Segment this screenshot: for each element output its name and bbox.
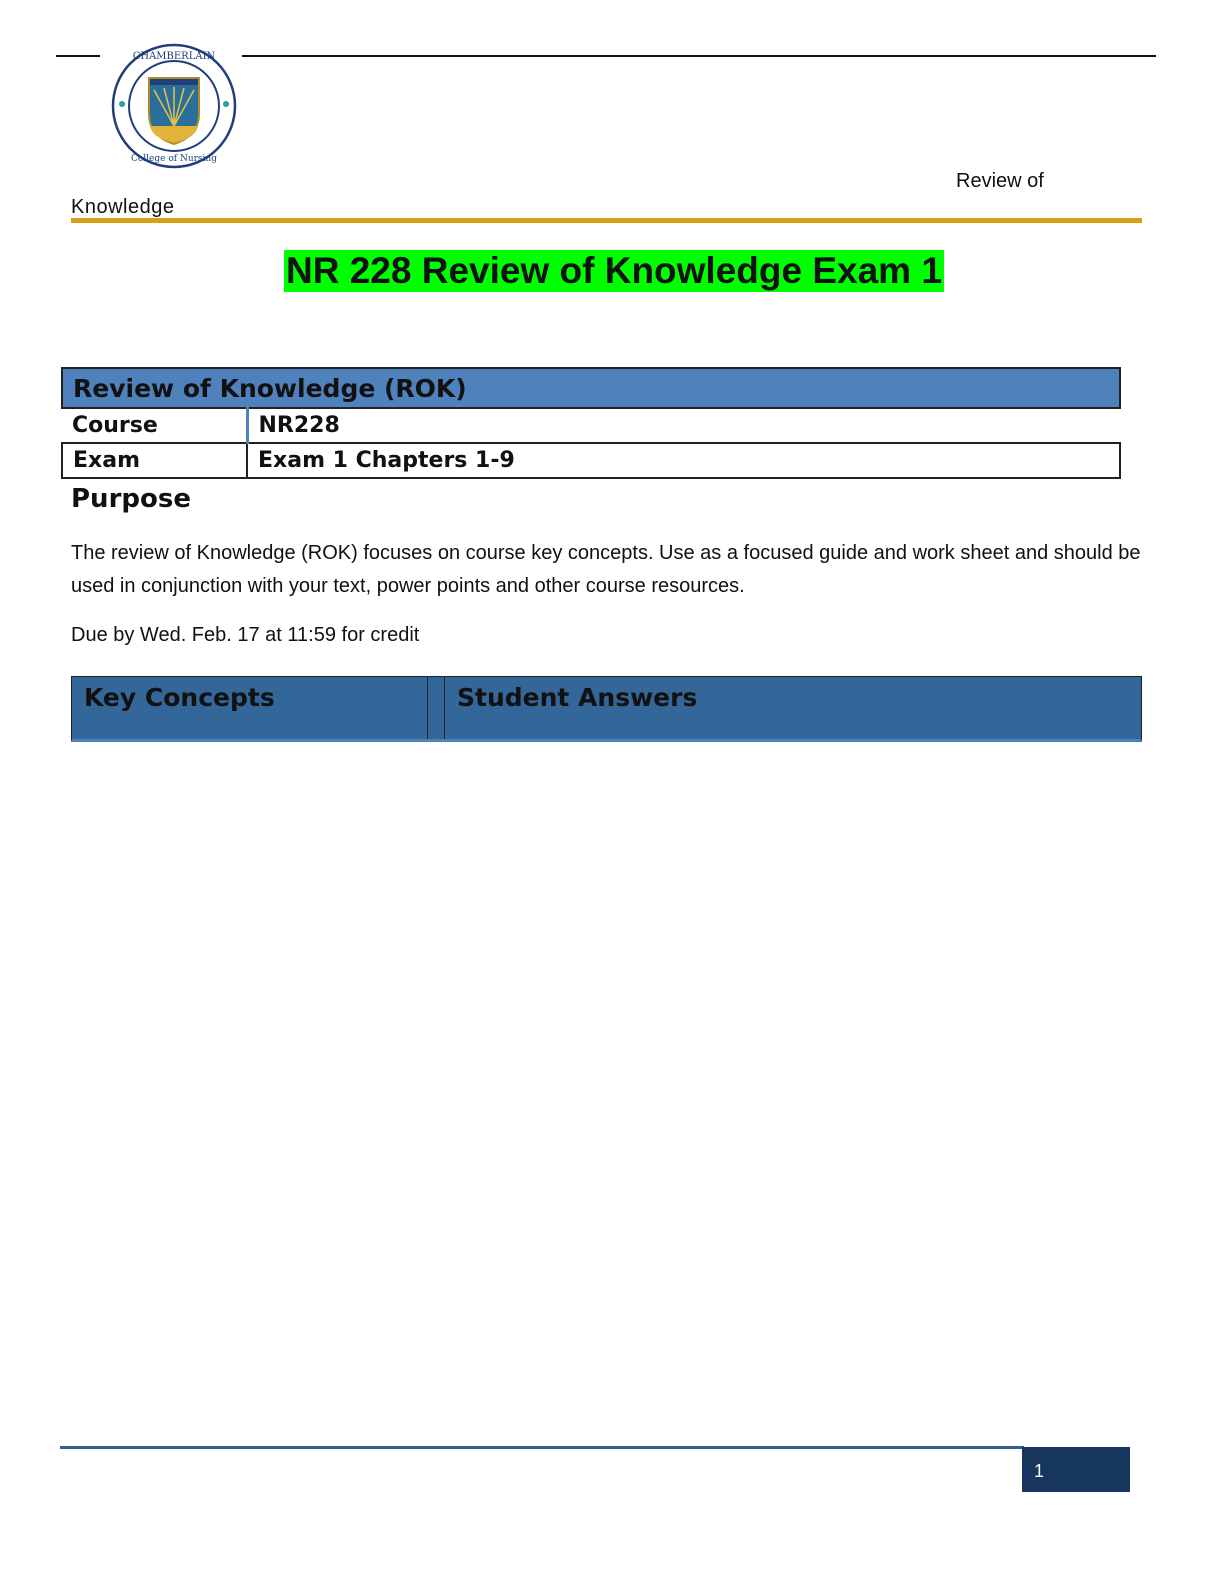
footer-rule xyxy=(60,1446,1024,1449)
row-label: Course xyxy=(72,413,158,438)
rok-table-heading: Review of Knowledge (ROK) xyxy=(61,367,1121,409)
page-number: 1 xyxy=(1034,1461,1045,1481)
due-date-text: Due by Wed. Feb. 17 at 11:59 for credit xyxy=(71,624,420,646)
page-number-box: 1 xyxy=(1022,1447,1130,1492)
header-gold-rule xyxy=(71,218,1142,223)
row-value: NR228 xyxy=(245,408,1120,443)
header-rule-right xyxy=(242,55,1156,57)
row-value: Exam 1 Chapters 1-9 xyxy=(246,442,1121,479)
student-answers-header: Student Answers xyxy=(457,683,698,712)
header-rule-left xyxy=(56,55,100,57)
svg-text:College of Nursing: College of Nursing xyxy=(131,154,217,164)
document-title: NR 228 Review of Knowledge Exam 1 xyxy=(284,250,944,292)
chamberlain-logo: CHAMBERLAIN College of Nursing xyxy=(111,43,237,169)
purpose-text: The review of Knowledge (ROK) focuses on… xyxy=(71,542,1141,597)
table-row: Course NR228 xyxy=(62,408,1120,443)
column-divider xyxy=(427,677,428,739)
key-concepts-table-header: Key Concepts Student Answers xyxy=(71,676,1142,742)
rok-table: Review of Knowledge (ROK) Course NR228 Ex… xyxy=(61,367,1121,479)
header-left-text: Knowledge xyxy=(71,196,175,218)
header-right-text: Review of xyxy=(956,170,1044,192)
row-label: Exam xyxy=(61,442,248,479)
column-divider xyxy=(444,677,445,739)
svg-text:CHAMBERLAIN: CHAMBERLAIN xyxy=(133,51,216,62)
key-concepts-header: Key Concepts xyxy=(84,683,275,712)
purpose-heading: Purpose xyxy=(71,484,191,514)
